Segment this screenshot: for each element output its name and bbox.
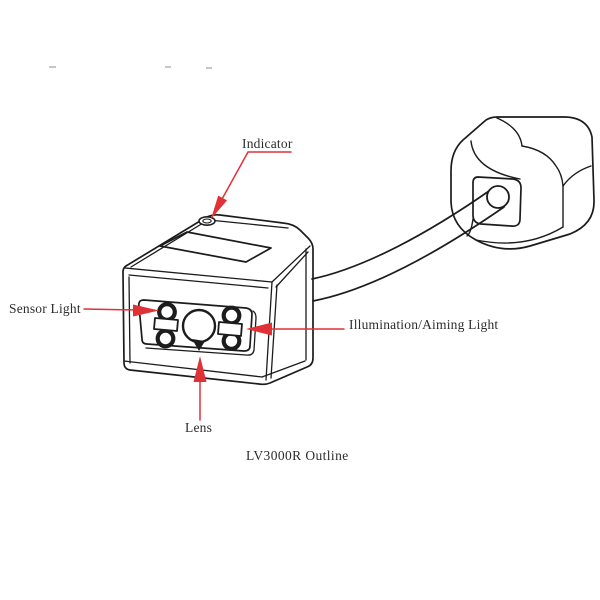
connector-front-face — [472, 176, 522, 227]
scanner-body-drawing — [122, 213, 314, 386]
sensor-light-label: Sensor Light — [9, 301, 81, 316]
front-window — [138, 299, 257, 356]
faint-marks — [49, 66, 212, 69]
indicator-arrow — [211, 151, 292, 219]
diagram-caption: LV3000R Outline — [246, 448, 349, 463]
illumination-arrow — [246, 322, 345, 336]
callout-arrows — [83, 151, 345, 421]
connector-edge-curves — [466, 117, 592, 244]
indicator-led — [198, 216, 216, 227]
cable-drawing — [311, 190, 505, 302]
lens-label: Lens — [185, 420, 213, 435]
sensor-light-arrow — [83, 304, 159, 317]
cable-entry-hole — [486, 185, 510, 209]
indicator-label: Indicator — [242, 136, 293, 151]
connector-drawing — [450, 116, 595, 250]
illumination-aiming-light-label: Illumination/Aiming Light — [349, 317, 499, 332]
lens-drawing — [181, 308, 217, 351]
top-recess-window — [159, 231, 272, 263]
illumination-windows — [153, 317, 243, 337]
lens-arrow — [193, 356, 207, 421]
